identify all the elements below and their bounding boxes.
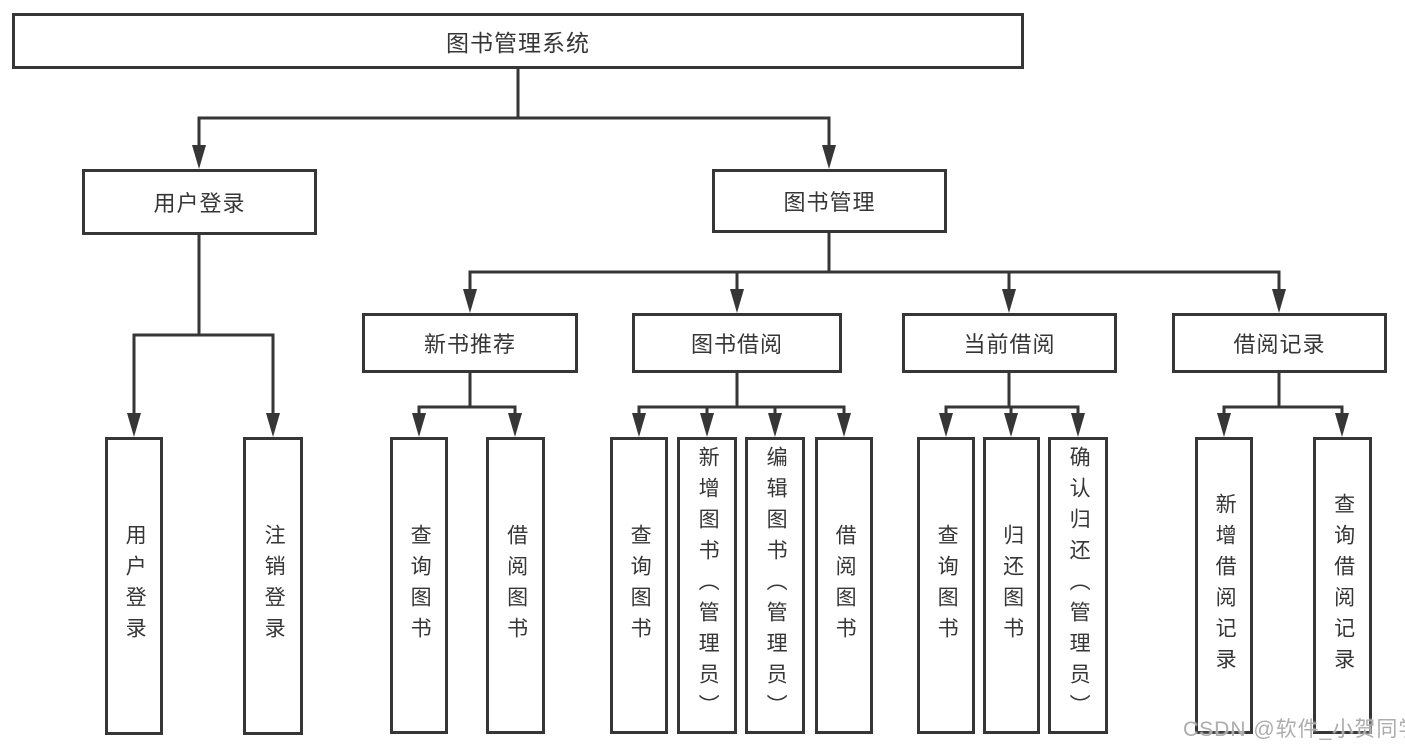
connector-level2-split [197,116,831,148]
node-leaf-log-query-record: 查询借阅记录 [1313,437,1372,734]
node-leaf-cur-query-book-label: 查询图书 [935,523,959,648]
node-leaf-bor-query-book-label: 查询图书 [628,523,652,648]
node-current-borrow: 当前借阅 [902,313,1117,373]
node-leaf-bor-edit-book-label: 编辑图书（管理员） [764,446,788,725]
node-leaf-log-query-record-label: 查询借阅记录 [1331,492,1355,679]
node-leaf-bor-edit-book: 编辑图书（管理员） [745,437,805,734]
node-leaf-user-login: 用户登录 [105,437,163,735]
node-leaf-cur-confirm-return-label: 确认归还（管理员） [1067,446,1091,725]
node-leaf-user-login-label: 用户登录 [123,524,147,648]
node-leaf-log-add-record-label: 新增借阅记录 [1213,492,1237,679]
arrowhead-book-mgmt [822,145,836,169]
arrowhead-user-login [192,145,206,169]
node-new-book-rec-label: 新书推荐 [423,332,516,357]
arrowhead-borrow-records [1272,289,1286,313]
arrowhead-log-add-record [1217,413,1231,437]
arrowhead-current-borrow [1002,289,1016,313]
node-book-borrow-label: 图书借阅 [690,332,783,357]
node-book-borrow: 图书借阅 [632,313,842,373]
arrowhead-leaf-user-login [127,413,141,437]
arrowhead-cur-query-book [939,413,953,437]
arrowhead-bor-borrow-book [837,413,851,437]
connector-level3-split [468,270,1281,292]
arrowhead-bor-edit-book [768,413,782,437]
node-leaf-cur-confirm-return: 确认归还（管理员） [1048,437,1108,734]
node-leaf-rec-query-book: 查询图书 [390,437,448,734]
arrowhead-book-borrow [730,289,744,313]
arrowhead-cur-return-book [1004,413,1018,437]
node-leaf-bor-borrow-book-label: 借阅图书 [833,523,857,648]
arrowhead-rec-borrow-book [508,413,522,437]
watermark: CSDN @软件_小贺同学 [1183,718,1405,741]
connector-new-book-rec-split [417,405,517,416]
arrowhead-bor-add-book [700,413,714,437]
connector-user-login-split [132,333,275,416]
node-borrow-records-label: 借阅记录 [1233,332,1326,357]
arrowhead-new-book-rec [463,289,477,313]
node-leaf-rec-borrow-book: 借阅图书 [486,437,545,734]
node-book-mgmt: 图书管理 [712,169,947,233]
node-leaf-bor-query-book: 查询图书 [610,437,668,734]
node-current-borrow-label: 当前借阅 [963,332,1056,357]
arrowhead-cur-confirm-return [1071,413,1085,437]
node-root-label: 图书管理系统 [446,30,590,56]
node-leaf-cur-return-book: 归还图书 [983,437,1040,734]
node-root: 图书管理系统 [12,13,1024,69]
connector-book-borrow-split [637,405,846,416]
node-leaf-log-add-record: 新增借阅记录 [1195,437,1253,734]
node-user-login: 用户登录 [82,169,317,235]
arrowhead-log-query-record [1335,413,1349,437]
node-leaf-bor-add-book-label: 新增图书（管理员） [696,446,720,725]
node-leaf-logout-label: 注销登录 [262,524,286,648]
arrowhead-bor-query-book [632,413,646,437]
node-new-book-rec: 新书推荐 [362,313,578,373]
arrowhead-rec-query-book [412,413,426,437]
node-leaf-rec-borrow-book-label: 借阅图书 [504,523,528,648]
node-user-login-label: 用户登录 [153,191,246,216]
node-leaf-logout: 注销登录 [243,437,303,735]
arrowhead-leaf-logout [266,413,280,437]
node-leaf-bor-add-book: 新增图书（管理员） [677,437,737,734]
node-leaf-bor-borrow-book: 借阅图书 [815,437,873,734]
connector-borrow-records-split [1222,405,1344,416]
node-borrow-records: 借阅记录 [1172,313,1387,373]
node-leaf-rec-query-book-label: 查询图书 [408,523,432,648]
node-leaf-cur-query-book: 查询图书 [917,437,975,734]
node-leaf-cur-return-book-label: 归还图书 [1000,523,1024,648]
node-book-mgmt-label: 图书管理 [783,190,876,215]
